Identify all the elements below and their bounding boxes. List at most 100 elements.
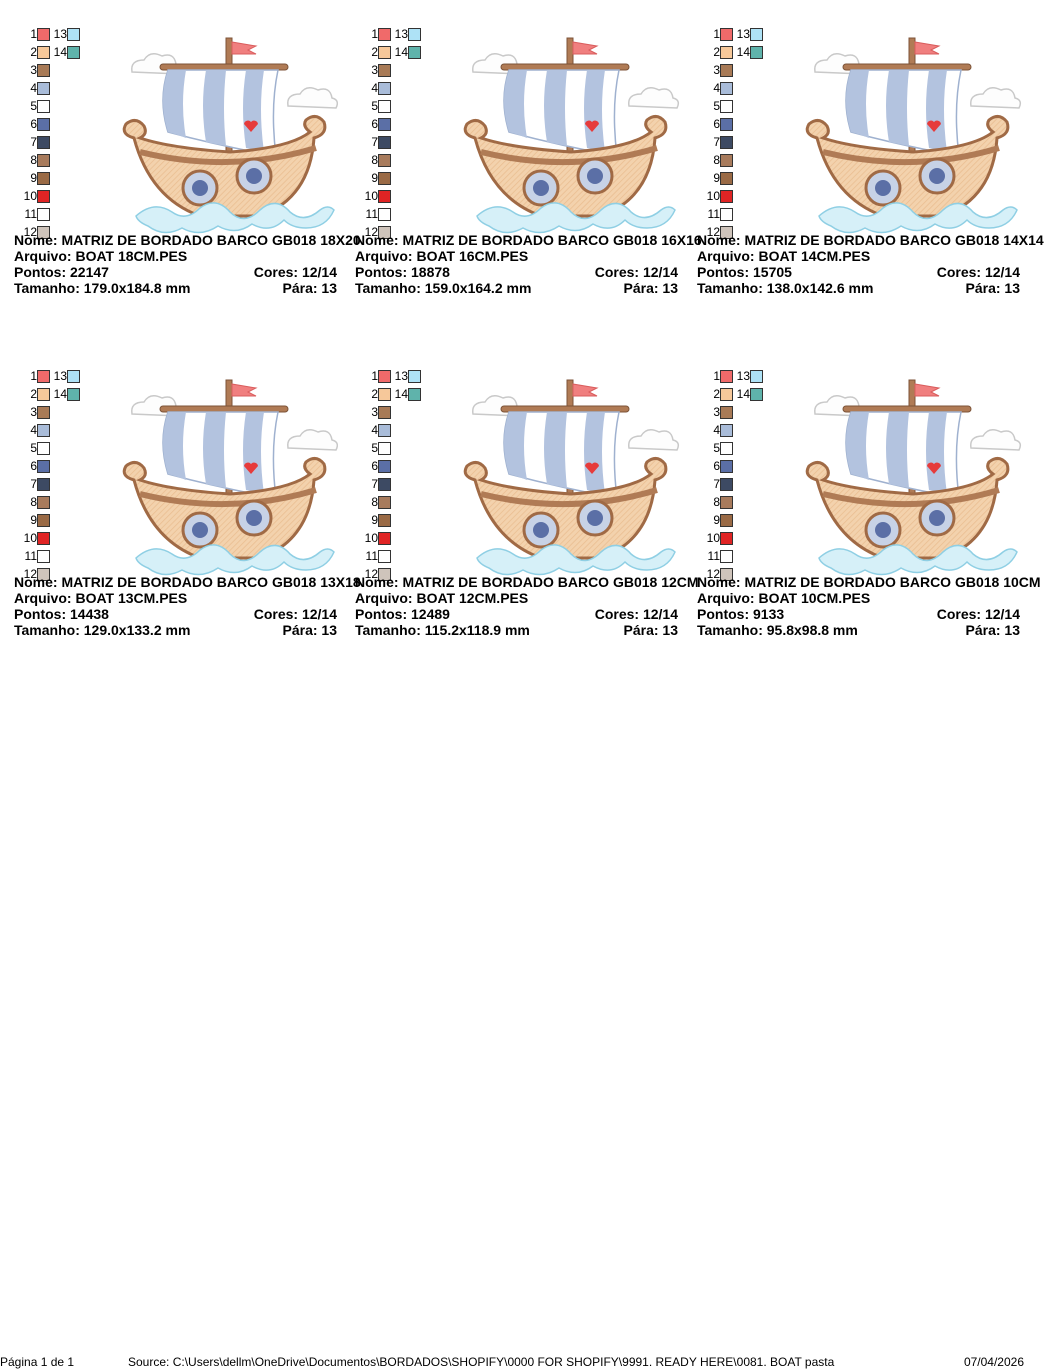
swatch-color-box bbox=[37, 226, 50, 239]
swatch-number: 10 bbox=[364, 189, 378, 203]
nome-line: Nome: MATRIZ DE BORDADO BARCO GB018 18X2… bbox=[14, 232, 361, 248]
swatch-color-box bbox=[408, 388, 421, 401]
color-swatch: 8 bbox=[703, 153, 733, 167]
color-swatch: 10 bbox=[703, 189, 733, 203]
swatch-color-box bbox=[378, 460, 391, 473]
arquivo-label: Arquivo: bbox=[697, 248, 755, 264]
design-size: 115.2x118.9 mm bbox=[424, 622, 530, 638]
para-label: Pára: bbox=[623, 280, 659, 296]
swatch-number: 8 bbox=[30, 495, 37, 509]
stop-count: 13 bbox=[321, 622, 337, 638]
swatch-color-box bbox=[720, 208, 733, 221]
color-swatch: 11 bbox=[20, 207, 50, 221]
swatch-color-box bbox=[720, 532, 733, 545]
color-swatch: 10 bbox=[20, 531, 50, 545]
design-preview bbox=[451, 370, 691, 590]
swatch-color-box bbox=[378, 226, 391, 239]
color-swatch: 7 bbox=[20, 135, 50, 149]
color-swatch: 7 bbox=[703, 477, 733, 491]
swatch-color-box bbox=[378, 28, 391, 41]
swatch-color-box bbox=[378, 172, 391, 185]
para-label: Pára: bbox=[282, 280, 318, 296]
color-swatch: 9 bbox=[20, 171, 50, 185]
swatch-color-box bbox=[720, 100, 733, 113]
arquivo-label: Arquivo: bbox=[355, 248, 413, 264]
swatch-number: 11 bbox=[707, 207, 720, 221]
page-footer: Página 1 de 1 Source: C:\Users\dellm\One… bbox=[0, 1354, 1024, 1370]
file-name: BOAT 18CM.PES bbox=[75, 248, 188, 264]
swatch-color-box bbox=[37, 388, 50, 401]
design-size: 159.0x164.2 mm bbox=[424, 280, 532, 296]
swatch-number: 1 bbox=[713, 27, 720, 41]
swatch-color-box bbox=[750, 46, 763, 59]
color-count: 12/14 bbox=[984, 264, 1020, 280]
boat-embroidery-icon bbox=[463, 379, 680, 576]
color-swatch: 4 bbox=[703, 81, 733, 95]
swatch-color-box bbox=[720, 154, 733, 167]
swatch-color-box bbox=[37, 478, 50, 491]
swatch-color-box bbox=[378, 424, 391, 437]
swatch-color-box bbox=[408, 370, 421, 383]
swatch-color-box bbox=[378, 100, 391, 113]
color-swatch: 6 bbox=[361, 459, 391, 473]
swatch-color-box bbox=[378, 208, 391, 221]
swatch-number: 10 bbox=[23, 189, 37, 203]
swatch-number: 1 bbox=[371, 369, 378, 383]
swatch-color-box bbox=[720, 28, 733, 41]
swatch-number: 8 bbox=[371, 495, 378, 509]
swatch-color-box bbox=[720, 388, 733, 401]
file-name: BOAT 10CM.PES bbox=[758, 590, 871, 606]
swatch-number: 3 bbox=[713, 405, 720, 419]
cores-label: Cores: bbox=[594, 606, 640, 622]
file-name: BOAT 13CM.PES bbox=[75, 590, 188, 606]
color-swatch: 9 bbox=[703, 171, 733, 185]
color-count: 12/14 bbox=[301, 264, 337, 280]
color-swatch: 11 bbox=[361, 549, 391, 563]
nome-line: Nome: MATRIZ DE BORDADO BARCO GB018 13X1… bbox=[14, 574, 361, 590]
swatch-color-box bbox=[37, 568, 50, 581]
swatch-number: 3 bbox=[30, 63, 37, 77]
swatch-number: 12 bbox=[23, 567, 37, 581]
color-swatch: 6 bbox=[20, 459, 50, 473]
arquivo-line: Arquivo: BOAT 13CM.PES bbox=[14, 590, 337, 606]
color-swatch: 4 bbox=[703, 423, 733, 437]
swatch-color-box bbox=[720, 118, 733, 131]
nome-label: Nome: bbox=[355, 574, 399, 590]
swatch-color-box bbox=[37, 100, 50, 113]
swatch-color-box bbox=[720, 442, 733, 455]
color-swatch: 4 bbox=[20, 423, 50, 437]
swatch-number: 9 bbox=[713, 171, 720, 185]
design-preview bbox=[793, 370, 1033, 590]
swatch-number: 5 bbox=[371, 441, 378, 455]
file-name: BOAT 12CM.PES bbox=[416, 590, 529, 606]
cores-label: Cores: bbox=[936, 264, 982, 280]
swatch-color-box bbox=[37, 64, 50, 77]
color-swatch: 12 bbox=[361, 225, 391, 239]
design-name: MATRIZ DE BORDADO BARCO GB018 10CM bbox=[744, 574, 1041, 590]
swatch-number: 8 bbox=[713, 495, 720, 509]
color-count: 12/14 bbox=[301, 606, 337, 622]
swatch-number: 5 bbox=[713, 99, 720, 113]
swatch-color-box bbox=[720, 406, 733, 419]
nome-line: Nome: MATRIZ DE BORDADO BARCO GB018 16X1… bbox=[355, 232, 702, 248]
swatch-color-box bbox=[720, 568, 733, 581]
swatch-color-box bbox=[37, 82, 50, 95]
color-swatch: 9 bbox=[703, 513, 733, 527]
tamanho-label: Tamanho: bbox=[697, 280, 763, 296]
color-swatch: 12 bbox=[20, 225, 50, 239]
swatch-color-box bbox=[720, 190, 733, 203]
swatch-number: 12 bbox=[23, 225, 37, 239]
boat-embroidery-icon bbox=[122, 379, 339, 576]
swatch-color-box bbox=[67, 388, 80, 401]
